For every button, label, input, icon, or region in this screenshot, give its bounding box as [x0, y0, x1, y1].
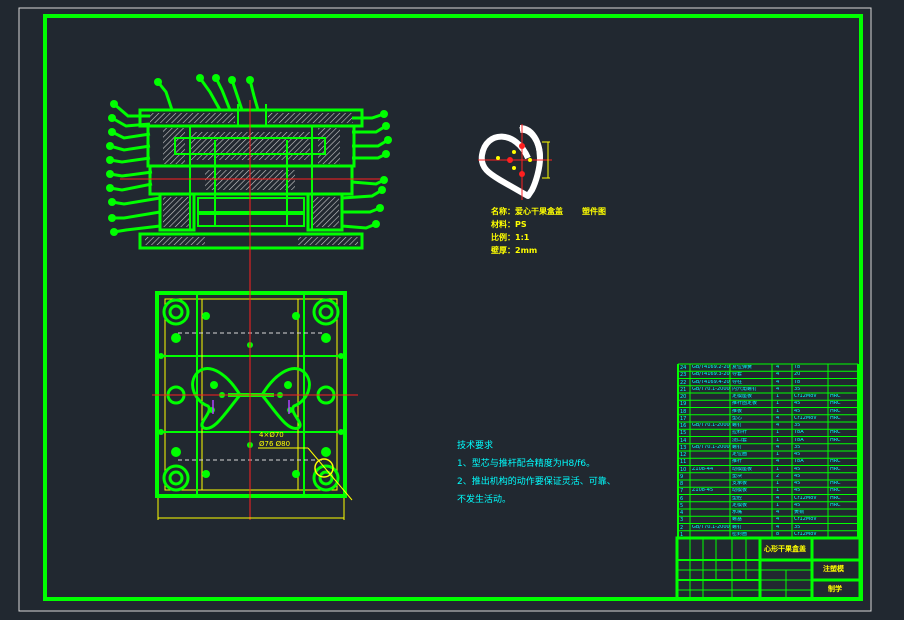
title-drawing-name: 心形干果盒盖	[764, 545, 806, 553]
outer-sheet-border	[18, 7, 872, 612]
mold-plan-view	[152, 285, 358, 520]
dim-hole-diameter: Ø76 Ø80	[259, 440, 291, 448]
thickness-label: 壁厚：	[491, 246, 515, 255]
drawing-type: 塑件图	[582, 207, 606, 216]
tech-requirement-1: 1、型芯与推杆配合精度为H8/f6。	[457, 459, 596, 469]
tech-requirements-title: 技术要求	[457, 441, 494, 451]
thickness-value: 2mm	[515, 246, 538, 255]
material-label: 材料：	[491, 220, 515, 229]
bom-table-grid	[677, 363, 859, 539]
title-mold-type: 注塑模	[823, 565, 844, 573]
scale-row: 比例：1:1	[491, 234, 529, 242]
title-drawn-by: 制学	[828, 585, 842, 593]
part-name-label: 名称：	[491, 207, 515, 216]
thickness-row: 壁厚：2mm	[491, 247, 537, 255]
title-block-grid	[675, 536, 862, 601]
part-name-row: 名称：爱心干果盒盖	[491, 208, 563, 216]
part-sketch	[478, 124, 552, 200]
scale-value: 1:1	[515, 233, 530, 242]
tech-requirement-2: 2、推出机构的动作要保证灵活、可靠、	[457, 477, 616, 487]
mold-section-view	[106, 74, 392, 250]
dim-hole-count: 4×Ø70	[259, 431, 284, 439]
part-name-value: 爱心干果盒盖	[515, 207, 563, 216]
drawing-frame	[43, 14, 863, 601]
material-row: 材料：PS	[491, 221, 527, 229]
tech-requirement-3: 不发生活动。	[457, 495, 512, 505]
material-value: PS	[515, 220, 527, 229]
scale-label: 比例：	[491, 233, 515, 242]
